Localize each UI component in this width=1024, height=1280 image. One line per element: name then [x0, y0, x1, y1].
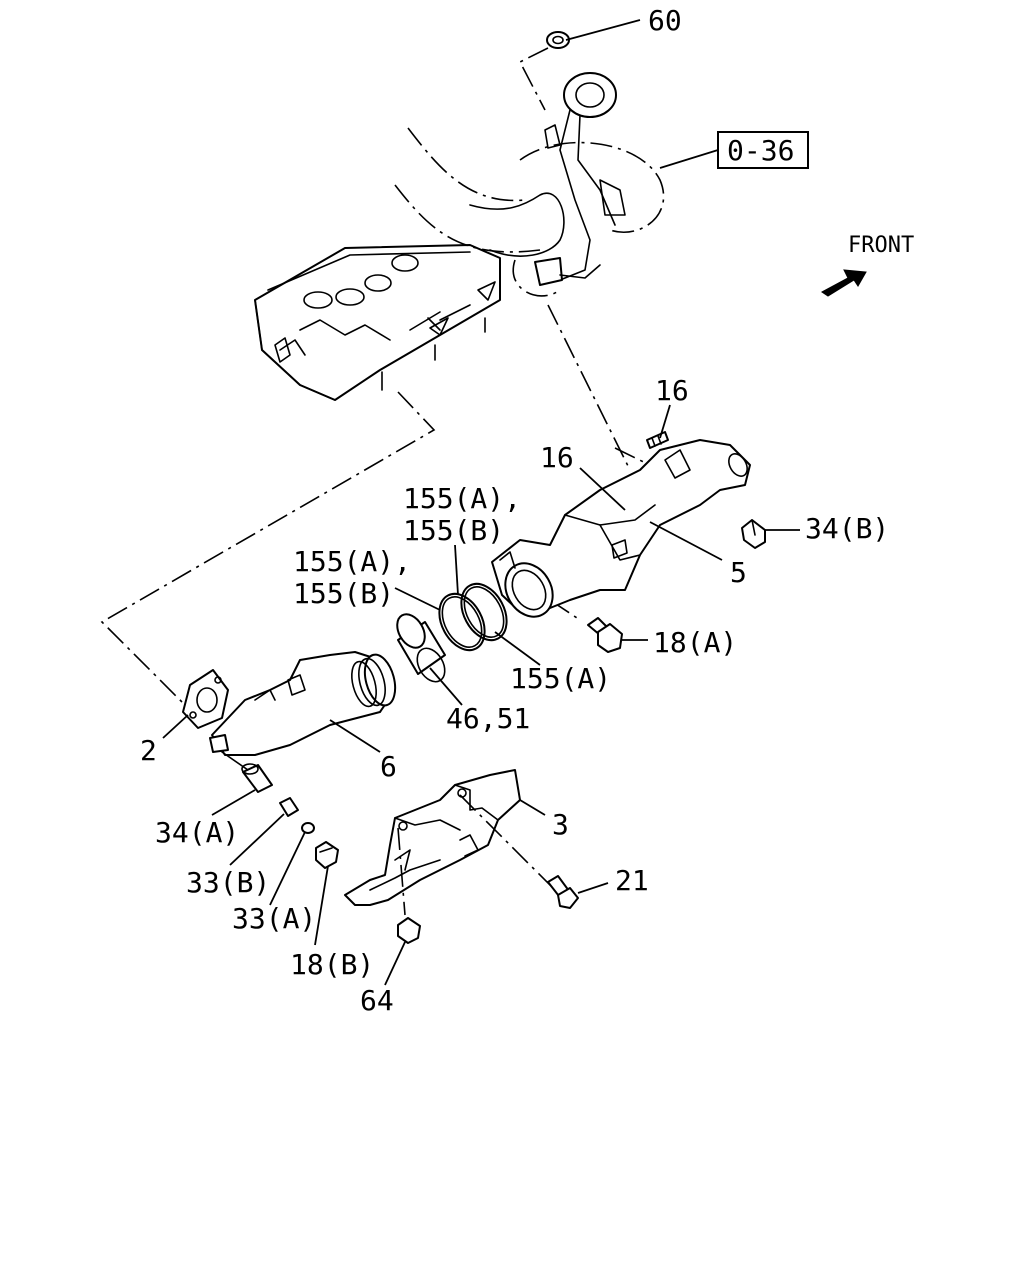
spacer-34a: [242, 764, 273, 793]
cylinder-head: [254, 244, 501, 401]
elbow-housing-5: [491, 439, 751, 618]
bolt-34b: [741, 519, 766, 549]
nut-60: [518, 31, 570, 111]
callout-46-51[interactable]: 46,51: [446, 702, 530, 735]
nut-64: [397, 827, 421, 944]
callout-155-pair-lower-a[interactable]: 155(A),: [293, 545, 411, 578]
callout-5[interactable]: 5: [730, 556, 747, 589]
callout-16-lower[interactable]: 16: [540, 441, 574, 474]
intake-pipe-phantom: [394, 127, 565, 257]
callout-6[interactable]: 6: [380, 750, 397, 783]
washer-33a: [301, 822, 315, 834]
callout-33a[interactable]: 33(A): [232, 902, 316, 935]
o-rings-155: [438, 582, 508, 652]
callout-155-pair-upper-b[interactable]: 155(B): [403, 514, 504, 547]
callout-33b[interactable]: 33(B): [186, 866, 270, 899]
callout-labels: 60 16 16 155(A), 155(B) 155(A), 155(B) 3…: [140, 4, 889, 1017]
callout-18a[interactable]: 18(A): [653, 626, 737, 659]
callout-60[interactable]: 60: [648, 4, 682, 37]
callout-34a[interactable]: 34(A): [155, 816, 239, 849]
reference-0-36: 0-36: [659, 131, 809, 169]
stud-16-upper: [646, 431, 669, 449]
sleeve-46-51: [396, 613, 446, 683]
reference-label[interactable]: 0-36: [727, 134, 794, 167]
front-indicator: FRONT: [821, 233, 914, 297]
intake-pipe-6: [209, 651, 397, 756]
callout-2[interactable]: 2: [140, 734, 157, 767]
hardware-left: [221, 751, 339, 869]
bolt-18a: [587, 617, 623, 653]
callout-3[interactable]: 3: [552, 808, 569, 841]
collar-33b: [279, 797, 299, 817]
front-arrow-icon: [821, 269, 867, 297]
callout-34b[interactable]: 34(B): [805, 512, 889, 545]
callout-18b[interactable]: 18(B): [290, 948, 374, 981]
bolt-21: [459, 794, 579, 909]
front-label: FRONT: [848, 233, 914, 258]
nut-18b: [315, 841, 339, 869]
turbocharger: [512, 72, 665, 297]
callout-21[interactable]: 21: [615, 864, 649, 897]
callout-64[interactable]: 64: [360, 984, 394, 1017]
callout-16-upper[interactable]: 16: [655, 374, 689, 407]
gasket-2: [182, 669, 229, 729]
callout-155a[interactable]: 155(A): [510, 662, 611, 695]
leader-lines: [162, 19, 800, 986]
callout-155-pair-lower-b[interactable]: 155(B): [293, 577, 394, 610]
callout-155-pair-upper-a[interactable]: 155(A),: [403, 482, 521, 515]
heat-shield-3: [344, 769, 521, 906]
